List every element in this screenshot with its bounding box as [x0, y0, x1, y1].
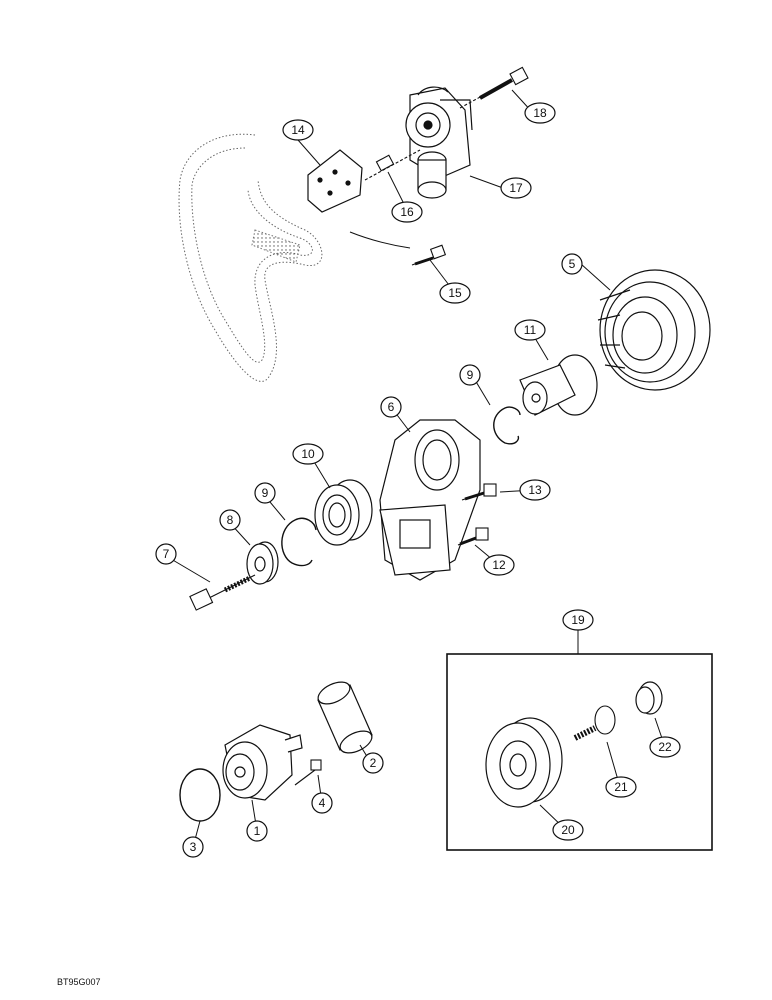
- callout-2: 2: [362, 752, 384, 774]
- callout-3: 3: [182, 836, 204, 858]
- figure-code: BT95G007: [57, 977, 101, 987]
- bolt-16: [364, 149, 421, 181]
- svg-text:10: 10: [301, 447, 315, 461]
- snap-ring-9-lower: [281, 517, 317, 567]
- bolt-15: [411, 244, 447, 266]
- bolt-12: [457, 527, 489, 546]
- callout-17: 17: [500, 177, 532, 199]
- callout-22: 22: [649, 736, 681, 758]
- bolt-13: [461, 483, 497, 501]
- svg-text:21: 21: [614, 780, 628, 794]
- callout-4: 4: [311, 792, 333, 814]
- svg-text:1: 1: [254, 824, 261, 838]
- svg-text:6: 6: [388, 400, 395, 414]
- svg-text:18: 18: [533, 106, 547, 120]
- bearing-10: [314, 479, 373, 546]
- sleeve-2: [317, 681, 373, 754]
- svg-text:9: 9: [262, 486, 269, 500]
- callout-1: 1: [246, 820, 268, 842]
- idler-bolt-21: [573, 705, 616, 741]
- pulley-17: [417, 151, 447, 199]
- svg-text:7: 7: [163, 547, 170, 561]
- svg-text:14: 14: [291, 123, 305, 137]
- callout-13: 13: [519, 479, 551, 501]
- housing-6: [379, 419, 481, 581]
- washer-22: [635, 681, 663, 715]
- svg-text:16: 16: [400, 205, 414, 219]
- o-ring-3: [179, 768, 221, 822]
- svg-text:22: 22: [658, 740, 672, 754]
- callout-16: 16: [391, 201, 423, 223]
- svg-text:20: 20: [561, 823, 575, 837]
- svg-text:15: 15: [448, 286, 462, 300]
- svg-text:4: 4: [319, 796, 326, 810]
- bolt-18: [459, 66, 529, 109]
- washer-8: [246, 541, 279, 585]
- kit-box-19: [446, 653, 713, 851]
- callout-12: 12: [483, 554, 515, 576]
- water-pump-1: [222, 724, 303, 801]
- callout-10: 10: [292, 443, 324, 465]
- svg-text:12: 12: [492, 558, 506, 572]
- callout-7: 7: [155, 543, 177, 565]
- svg-text:8: 8: [227, 513, 234, 527]
- snap-ring-9-upper: [493, 406, 521, 445]
- callout-20: 20: [552, 819, 584, 841]
- svg-text:17: 17: [509, 181, 523, 195]
- callout-6: 6: [380, 396, 402, 418]
- svg-text:5: 5: [569, 257, 576, 271]
- callout-8: 8: [219, 509, 241, 531]
- callout-9-lower: 9: [254, 482, 276, 504]
- callout-5: 5: [561, 253, 583, 275]
- svg-text:3: 3: [190, 840, 197, 854]
- svg-text:19: 19: [571, 613, 585, 627]
- svg-text:13: 13: [528, 483, 542, 497]
- callout-21: 21: [605, 776, 637, 798]
- tensioner-bracket-plate: [307, 149, 363, 213]
- hub-11: [519, 354, 598, 416]
- callout-18: 18: [524, 102, 556, 124]
- svg-text:9: 9: [467, 368, 474, 382]
- callout-19: 19: [562, 609, 594, 631]
- idler-pulley-20: [485, 717, 563, 808]
- svg-text:2: 2: [370, 756, 377, 770]
- bolt-4: [294, 759, 322, 786]
- callout-9-upper: 9: [459, 364, 481, 386]
- drive-belt: [178, 133, 323, 382]
- bolt-7: [189, 574, 256, 611]
- svg-text:11: 11: [524, 323, 537, 337]
- spring-line: [349, 231, 411, 249]
- drive-pulley-5: [597, 269, 711, 391]
- callout-15: 15: [439, 282, 471, 304]
- callout-11: 11: [514, 319, 546, 341]
- callout-14: 14: [282, 119, 314, 141]
